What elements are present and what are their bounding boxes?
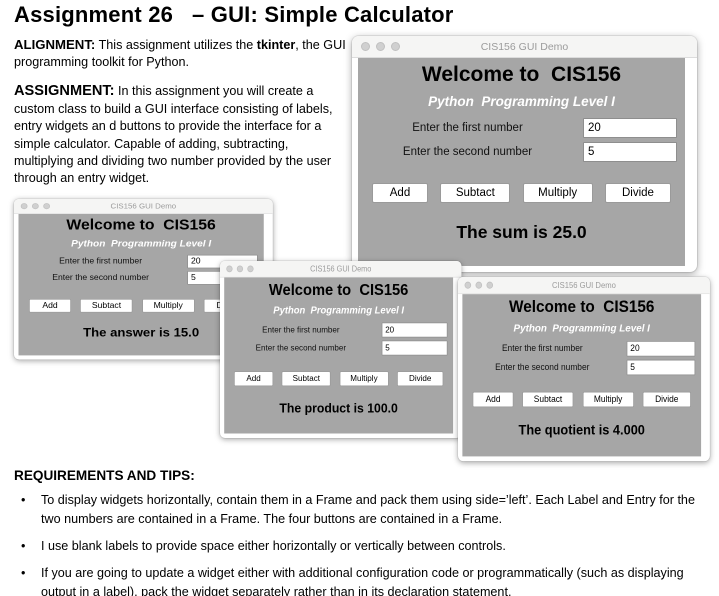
second-number-label: Enter the second number [52,273,150,282]
window-title: CIS156 GUI Demo [310,264,372,274]
tkinter-word: tkinter [256,38,296,52]
first-number-input[interactable] [626,340,696,357]
minimize-icon[interactable] [32,203,39,210]
add-button[interactable]: Add [472,391,514,408]
subtract-button[interactable]: Subtact [440,183,511,203]
window-titlebar[interactable]: CIS156 GUI Demo [220,261,462,278]
first-number-label: Enter the first number [262,325,340,335]
first-number-label: Enter the first number [501,344,583,354]
minimize-icon[interactable] [376,42,385,51]
alignment-label: ALIGNMENT: [14,37,96,52]
add-button[interactable]: Add [372,183,428,203]
window-quotient: CIS156 GUI Demo Welcome to CIS156 Python… [458,277,710,462]
course-subtitle: Python Programming Level I [71,238,212,249]
window-body: Welcome to CIS156 Python Programming Lev… [358,58,685,266]
add-button[interactable]: Add [234,371,274,387]
minimize-icon[interactable] [236,265,244,273]
window-body: Welcome to CIS156 Python Programming Lev… [462,294,702,457]
first-number-label: Enter the first number [412,122,523,134]
traffic-lights [20,203,55,210]
assignment-label: ASSIGNMENT: [14,82,115,99]
assignment-text: In this assignment you will create a cus… [14,83,333,186]
first-number-row: Enter the first number [468,340,696,357]
traffic-lights [361,42,406,51]
multiply-button[interactable]: Multiply [339,371,389,387]
requirements-heading: REQUIREMENTS AND TIPS: [14,468,195,483]
intro-text: ALIGNMENT: This assignment utilizes the … [14,36,350,197]
alignment-paragraph: ALIGNMENT: This assignment utilizes the … [14,36,350,72]
zoom-icon[interactable] [486,281,494,289]
subtract-button[interactable]: Subtact [522,391,574,408]
second-number-row: Enter the second number [366,142,677,162]
button-row: Add Subtact Multiply Divide [372,183,671,203]
second-number-label: Enter the second number [255,343,347,353]
welcome-heading: Welcome to CIS156 [421,63,622,86]
first-number-input[interactable] [381,322,448,338]
window-titlebar[interactable]: CIS156 GUI Demo [352,36,697,58]
page-title: Assignment 26 – GUI: Simple Calculator [14,2,454,27]
requirement-bullet-2: I use blank labels to provide space eith… [14,537,710,556]
welcome-heading: Welcome to CIS156 [268,281,409,299]
second-number-label: Enter the second number [495,362,590,373]
traffic-lights [226,265,257,273]
result-label: The product is 100.0 [279,400,398,416]
close-icon[interactable] [226,265,233,273]
minimize-icon[interactable] [475,281,483,289]
alignment-text-post: , the GUI programming toolkit for Python… [14,38,346,70]
button-row: Add Subtact Multiply Divide [234,371,444,387]
zoom-icon[interactable] [43,203,50,210]
window-title: CIS156 GUI Demo [551,280,616,290]
requirement-bullet-3: If you are going to update a widget eith… [14,564,710,596]
divide-button[interactable]: Divide [642,391,691,408]
course-subtitle: Python Programming Level I [513,322,650,334]
subtract-button[interactable]: Subtact [80,298,133,313]
close-icon[interactable] [20,203,28,210]
requirement-bullet-1: To display widgets horizontally, contain… [14,491,710,529]
divide-button[interactable]: Divide [604,183,671,203]
requirements-section: REQUIREMENTS AND TIPS: To display widget… [14,468,710,596]
multiply-button[interactable]: Multiply [522,183,593,203]
first-number-row: Enter the first number [230,322,448,338]
multiply-button[interactable]: Multiply [582,391,634,408]
result-label: The sum is 25.0 [456,222,587,242]
traffic-lights [464,281,498,289]
close-icon[interactable] [464,281,472,289]
subtract-button[interactable]: Subtact [281,371,331,387]
window-title: CIS156 GUI Demo [480,40,569,53]
close-icon[interactable] [361,42,370,51]
second-number-input[interactable] [381,340,448,356]
window-product: CIS156 GUI Demo Welcome to CIS156 Python… [220,261,462,438]
window-body: Welcome to CIS156 Python Programming Lev… [224,277,454,434]
add-button[interactable]: Add [29,298,71,313]
result-label: The answer is 15.0 [83,325,200,340]
second-number-row: Enter the second number [468,359,696,376]
button-row: Add Subtact Multiply Divide [472,391,691,408]
second-number-input[interactable] [626,359,696,376]
assignment-paragraph: ASSIGNMENT: In this assignment you will … [14,81,350,188]
multiply-button[interactable]: Multiply [141,298,195,313]
window-sum: CIS156 GUI Demo Welcome to CIS156 Python… [352,36,697,272]
course-subtitle: Python Programming Level I [428,94,615,109]
zoom-icon[interactable] [247,265,254,273]
second-number-input[interactable] [583,142,677,162]
welcome-heading: Welcome to CIS156 [509,298,655,316]
window-titlebar[interactable]: CIS156 GUI Demo [458,277,710,295]
first-number-input[interactable] [583,118,677,138]
first-number-label: Enter the first number [59,257,143,266]
welcome-heading: Welcome to CIS156 [66,217,216,233]
window-titlebar[interactable]: CIS156 GUI Demo [14,199,273,214]
alignment-text-pre: This assignment utilizes the [95,38,257,52]
window-title: CIS156 GUI Demo [110,202,177,211]
first-number-row: Enter the first number [366,118,677,138]
zoom-icon[interactable] [391,42,400,51]
course-subtitle: Python Programming Level I [273,304,405,316]
divide-button[interactable]: Divide [397,371,444,387]
second-number-label: Enter the second number [402,146,533,158]
result-label: The quotient is 4.000 [518,422,645,438]
second-number-row: Enter the second number [230,340,448,356]
